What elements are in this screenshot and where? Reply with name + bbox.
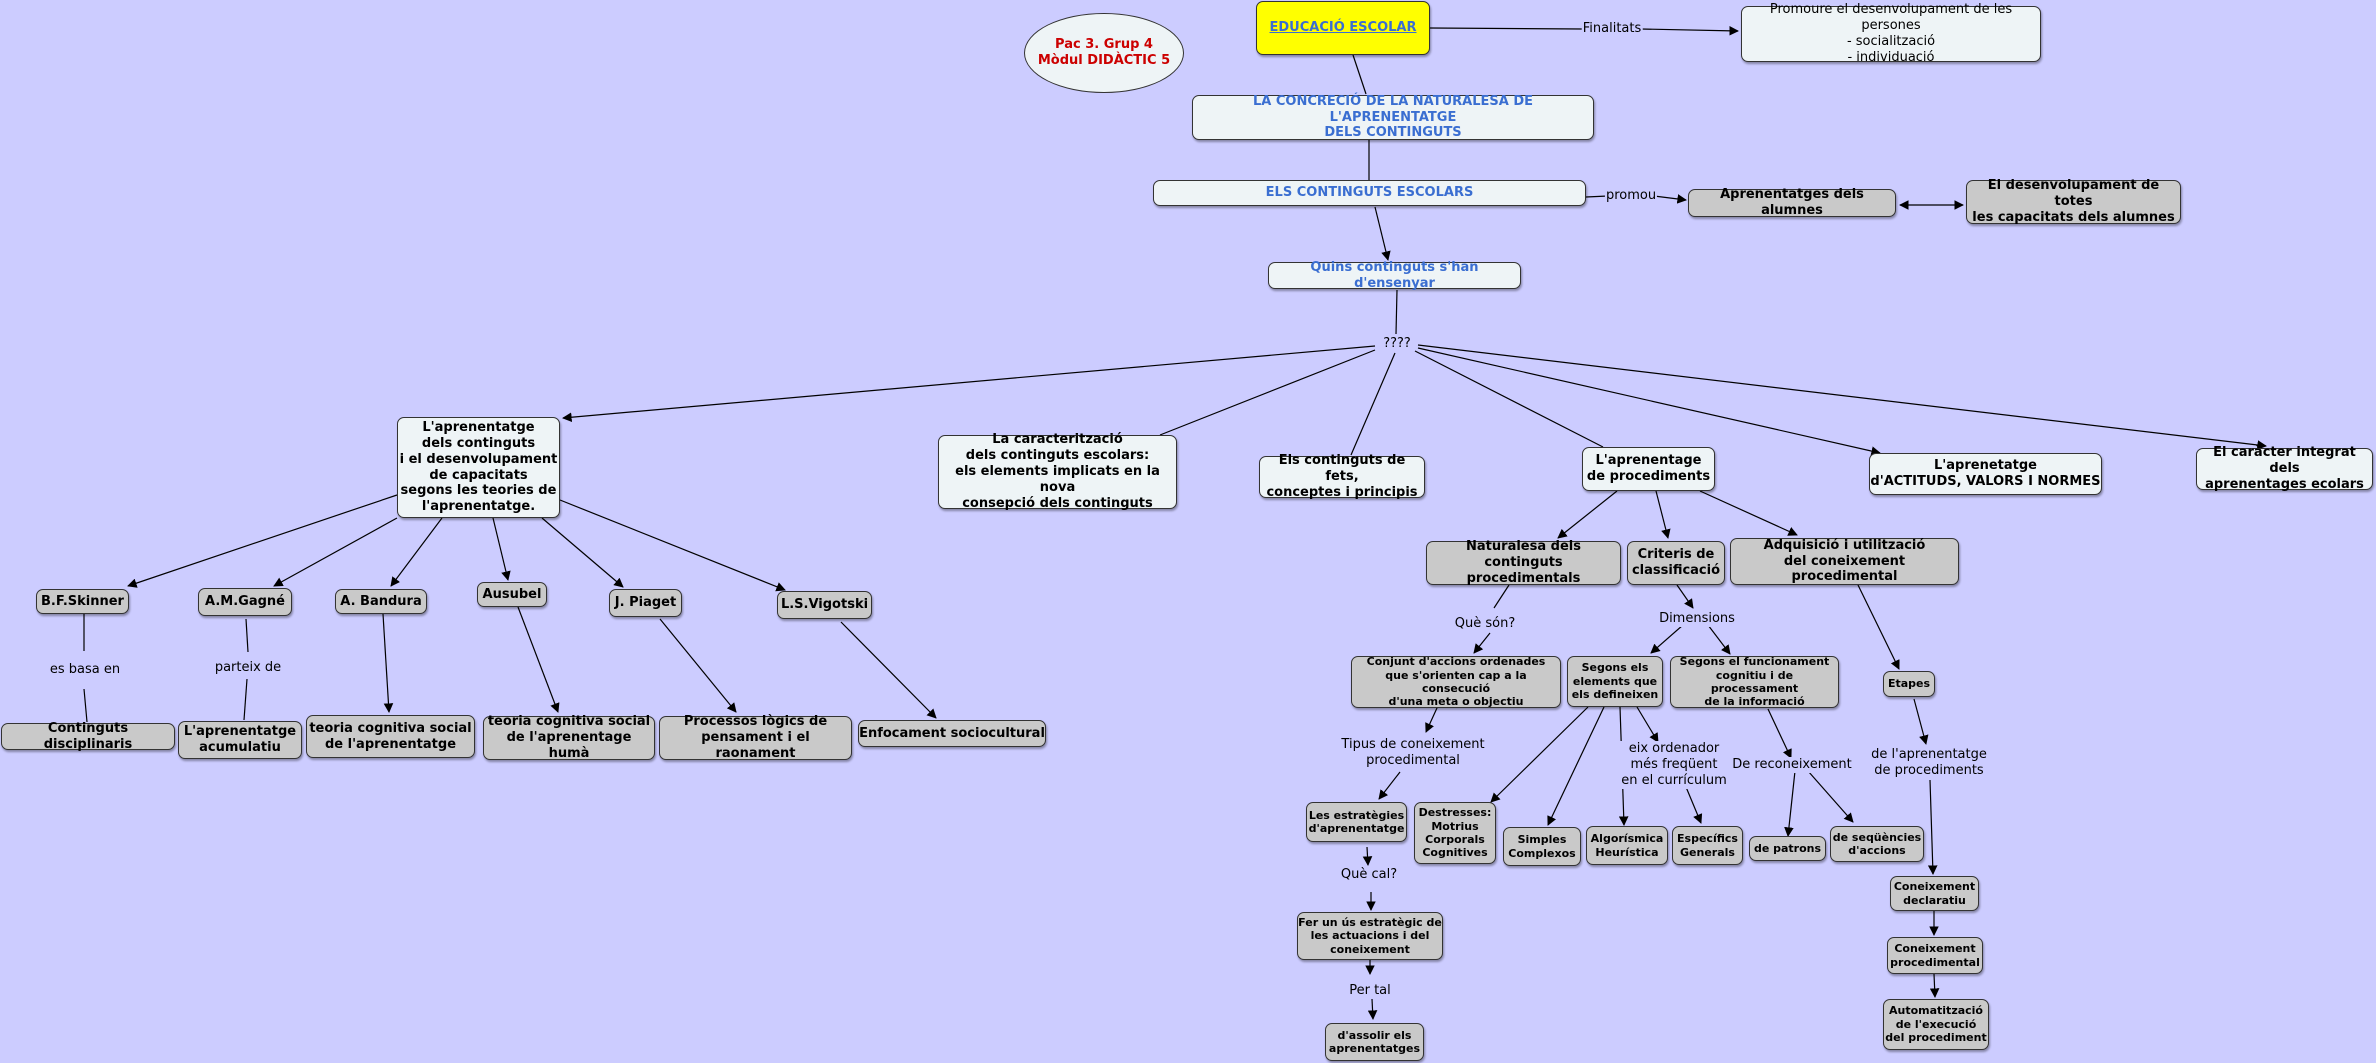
- result-continguts-disciplinaris: Continguts disciplinaris: [1, 721, 175, 752]
- teories-node: L'aprenentatge dels continguts i el dese…: [397, 417, 560, 518]
- especifics-node: Específics Generals: [1672, 826, 1743, 865]
- author-vigotski: L.S.Vigotski: [777, 591, 872, 619]
- question-marks: ????: [1382, 336, 1412, 352]
- caracteritzacio-node: La caracterització dels continguts escol…: [938, 432, 1177, 511]
- author-ausubel: Ausubel: [477, 582, 547, 607]
- result-aprenentatge-acumulatiu: L'aprenentatge acumulatiu: [178, 721, 302, 759]
- root-node[interactable]: EDUCACIÓ ESCOLAR: [1256, 1, 1430, 55]
- fer-us-node: Fer un ús estratègic de les actuacions i…: [1297, 912, 1443, 960]
- assolir-node: d'assolir els aprenentatges: [1325, 1023, 1424, 1061]
- fets-conceptes-node: Els continguts de fets, conceptes i prin…: [1259, 453, 1425, 500]
- continguts-escolars-node: ELS CONTINGUTS ESCOLARS: [1153, 180, 1586, 206]
- course-info-oval: Pac 3. Grup 4 Mòdul DIDÀCTIC 5: [1024, 13, 1184, 93]
- root-node-label: EDUCACIÓ ESCOLAR: [1269, 20, 1417, 36]
- criteris-node: Criteris de classificació: [1627, 541, 1725, 585]
- patrons-node: de patrons: [1749, 836, 1826, 861]
- adquisicio-node: Adquisició i utilització del coneixement…: [1730, 538, 1959, 585]
- author-bandura: A. Bandura: [335, 589, 427, 614]
- finalitats-node: Promoure el desenvolupament de les perso…: [1741, 2, 2041, 65]
- desenvolupament-node: El desenvolupament de totes les capacita…: [1966, 178, 2181, 225]
- link-label-parteix-de: parteix de: [213, 660, 283, 676]
- etapes-node: Etapes: [1883, 671, 1935, 697]
- author-skinner: B.F.Skinner: [36, 589, 129, 614]
- result-teoria-cognitiva-social: teoria cognitiva social de l'aprenentatg…: [306, 715, 475, 758]
- result-processos-logics: Processos lògics de pensament i el raona…: [659, 714, 852, 761]
- procedimental-node: Coneixement procedimental: [1887, 937, 1983, 974]
- conjunt-accions-node: Conjunt d'accions ordenades que s'orient…: [1351, 655, 1561, 708]
- aprenentatges-node: Aprenentatges dels alumnes: [1688, 187, 1896, 218]
- segons-elements-node: Segons els elements que els defineixen: [1567, 656, 1663, 707]
- author-piaget: J. Piaget: [609, 589, 682, 617]
- automatitzacio-node: Automatització de l'execució del procedi…: [1883, 999, 1989, 1050]
- quins-continguts-node: Quins continguts s'han d'ensenyar: [1268, 260, 1521, 291]
- sequencies-node: de seqüències d'accions: [1830, 826, 1924, 862]
- declaratiu-node: Coneixement declaratiu: [1890, 876, 1979, 911]
- link-label-dimensions: Dimensions: [1658, 611, 1736, 627]
- link-label-eix-ordenador: eix ordenador més freqüent en el currícu…: [1620, 741, 1728, 789]
- integrat-node: El caràcter integrat dels aprenentages e…: [2196, 445, 2373, 492]
- naturalesa-node: Naturalesa dels continguts procedimental…: [1426, 539, 1621, 586]
- link-label-per-tal: Per tal: [1348, 983, 1392, 999]
- link-label-de-reconeixement: De reconeixement: [1731, 757, 1853, 773]
- link-label-de-aprenentatge: de l'aprenentatge de procediments: [1870, 747, 1988, 779]
- concrecio-node: LA CONCRECIÓ DE LA NATURALESA DE L'APREN…: [1192, 94, 1594, 140]
- link-label-que-cal: Què cal?: [1339, 867, 1399, 883]
- link-label-basa-en: es basa en: [48, 662, 122, 678]
- link-label-promou: promou: [1604, 188, 1658, 204]
- link-label-que-son: Què són?: [1453, 616, 1517, 632]
- algoritmica-node: Algorísmica Heurística: [1586, 826, 1668, 865]
- actituds-node: L'aprenetatge d'ACTITUDS, VALORS I NORME…: [1869, 453, 2102, 495]
- simples-complexos-node: Simples Complexos: [1503, 827, 1581, 866]
- estrategies-node: Les estratègies d'aprenentatge: [1306, 802, 1407, 842]
- link-label-tipus: Tipus de coneixement procedimental: [1340, 737, 1486, 769]
- destresses-node: Destresses: Motrius Corporals Cognitives: [1414, 802, 1496, 864]
- author-gagne: A.M.Gagné: [198, 588, 292, 616]
- procediments-node[interactable]: L'aprenentage de procediments: [1582, 447, 1715, 491]
- segons-funcionament-node: Segons el funcionament cognitiu i de pro…: [1670, 655, 1839, 708]
- link-label-finalitats: Finalitats: [1581, 21, 1643, 37]
- result-enfocament-sociocultural: Enfocament sociocultural: [858, 720, 1046, 747]
- result-aprenentage-huma: teoria cognitiva social de l'aprenentage…: [483, 714, 655, 761]
